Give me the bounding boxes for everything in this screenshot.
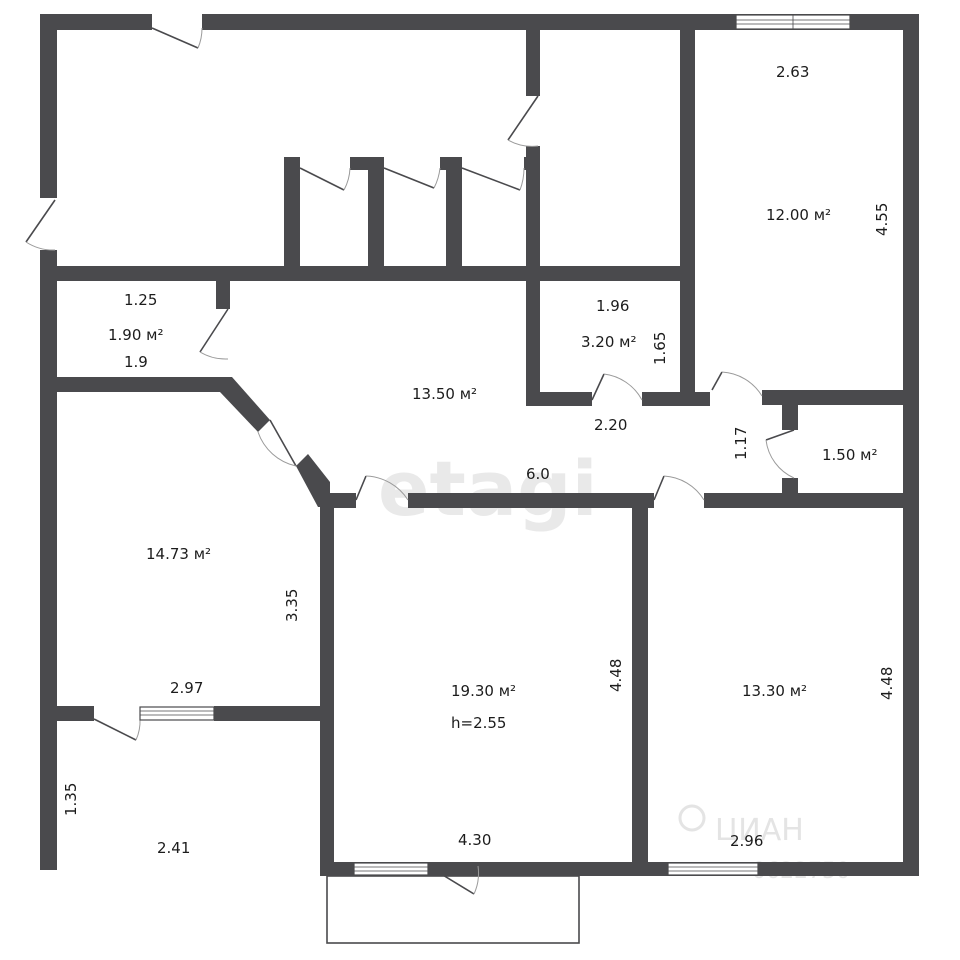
hall-area: 13.50 м² (412, 385, 477, 403)
door-top-left (151, 27, 203, 49)
openings (40, 14, 540, 359)
left-height: 3.35 (283, 589, 301, 622)
bottom-left-width: 2.41 (157, 839, 190, 857)
center-area: 19.30 м² (451, 682, 516, 700)
window-left-room (139, 706, 215, 721)
window-center-room (353, 862, 429, 876)
top-right-area: 12.00 м² (766, 206, 831, 224)
balcony-outline (326, 875, 580, 944)
right-area: 13.30 м² (742, 682, 807, 700)
door-balcony (427, 865, 480, 895)
center-ceiling: h=2.55 (451, 714, 506, 732)
door-small-left (199, 308, 229, 360)
door-small-mid (591, 373, 643, 401)
bottom-left-height: 1.35 (62, 783, 80, 816)
door-top-right-room (711, 371, 763, 397)
right-width: 2.96 (730, 832, 763, 850)
top-right-width: 2.63 (776, 63, 809, 81)
right-height: 4.48 (878, 667, 896, 700)
door-right-room (653, 475, 705, 501)
door-left-room (257, 419, 297, 467)
small-left-area: 1.90 м² (108, 326, 164, 344)
left-width: 2.97 (170, 679, 203, 697)
small-mid-width: 1.96 (596, 297, 629, 315)
watermark-cian-icon (678, 804, 706, 832)
small-mid-height: 1.65 (651, 332, 669, 365)
window-top-right (735, 14, 851, 30)
hall-length: 6.0 (526, 465, 550, 483)
watermark-etagi: etagi (378, 444, 598, 533)
window-right-room (667, 862, 759, 876)
left-area: 14.73 м² (146, 545, 211, 563)
door-closet-1 (299, 167, 351, 191)
door-left-exterior (25, 199, 56, 251)
watermark-logo: ЦИАН (715, 813, 804, 848)
hall-width: 2.20 (594, 416, 627, 434)
bath-area: 1.50 м² (822, 446, 878, 464)
bath-width: 1.17 (732, 427, 750, 460)
door-bottom-left (93, 718, 141, 741)
door-center-room (355, 475, 409, 501)
walls (40, 14, 919, 876)
door-upper-mid (507, 95, 539, 147)
door-bath (765, 429, 795, 479)
small-mid-area: 3.20 м² (581, 333, 637, 351)
small-left-width: 1.25 (124, 291, 157, 309)
top-right-height: 4.55 (873, 203, 891, 236)
door-closet-3 (461, 167, 525, 191)
center-width: 4.30 (458, 831, 491, 849)
small-left-height: 1.9 (124, 353, 148, 371)
center-height: 4.48 (607, 659, 625, 692)
door-closet-2 (383, 167, 441, 189)
